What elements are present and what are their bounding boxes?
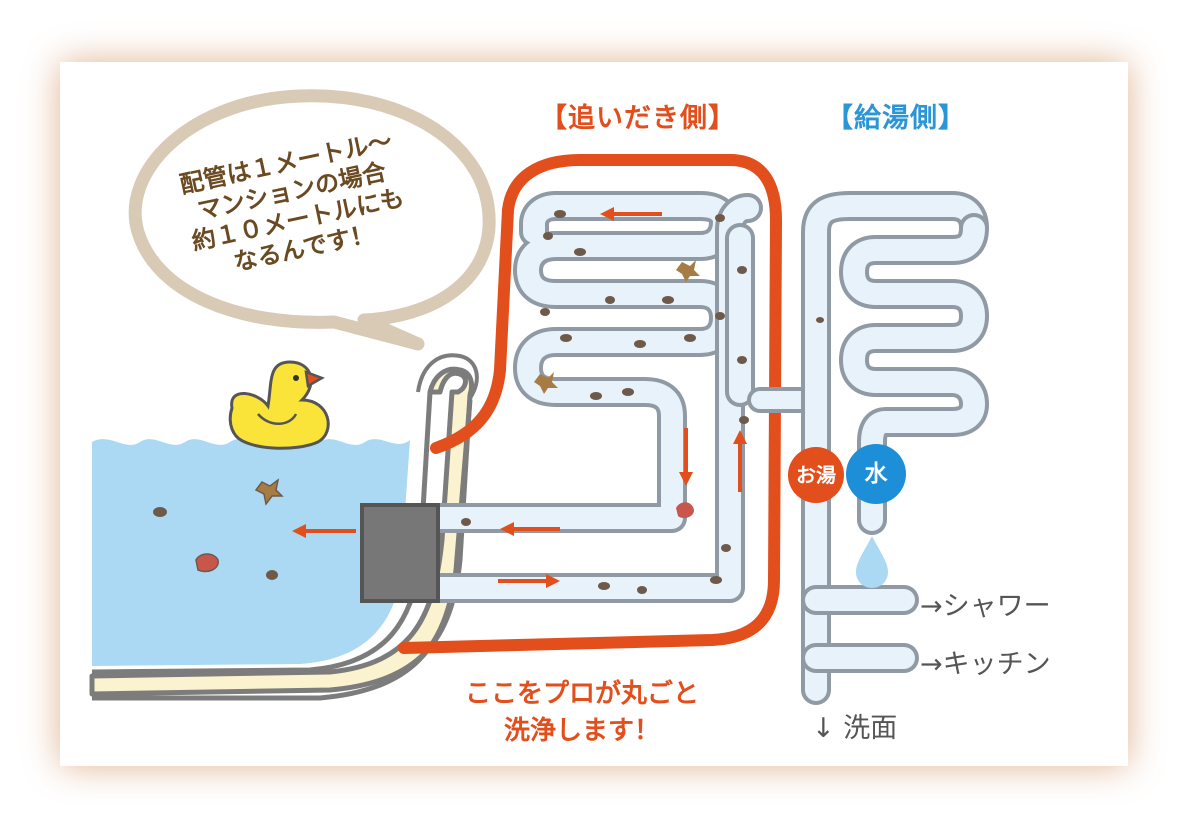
cleaning-area-outline — [398, 154, 782, 654]
bath-water — [92, 439, 410, 666]
hot-water-badge — [788, 447, 844, 503]
supply-side-title: 【給湯側】 — [826, 103, 966, 134]
tub-return-pipe — [416, 353, 479, 400]
germ-icon — [676, 260, 700, 282]
outlet-washbasin: ↓ 洗面 — [812, 713, 898, 744]
pipe-flow-arrows — [498, 207, 747, 588]
germ-icon — [254, 478, 284, 506]
pipe-dirt — [461, 210, 824, 594]
hot-water-label: お湯 — [796, 463, 836, 487]
speech-bubble — [128, 89, 496, 351]
germ-icon — [195, 553, 219, 573]
dirt-particle-icon — [266, 570, 278, 580]
flow-arrow-into-tub — [292, 524, 356, 538]
water-drop-icon — [856, 536, 888, 588]
dirt-particle-icon — [153, 507, 167, 517]
caption-line-2: 洗浄します！ — [503, 716, 660, 746]
reheat-pipes — [425, 191, 763, 603]
reheat-side-title: 【追いだき側】 — [540, 103, 736, 134]
cold-water-label: 水 — [864, 461, 888, 487]
germ-icon — [534, 372, 558, 394]
bathtub-rim — [89, 366, 475, 697]
rubber-duck-icon — [228, 360, 330, 450]
cleaning-caption: ここをプロが丸ごと 洗浄します！ — [432, 676, 732, 750]
caption-line-1: ここをプロが丸ごと — [464, 679, 699, 709]
tub-dirt — [153, 478, 284, 580]
outlet-shower: →シャワー — [920, 591, 1051, 622]
supply-pipes — [747, 191, 989, 705]
pump-connector — [360, 503, 440, 603]
outlet-kitchen: →キッチン — [920, 649, 1051, 680]
germ-icon — [676, 502, 694, 518]
cold-water-badge — [846, 444, 906, 504]
